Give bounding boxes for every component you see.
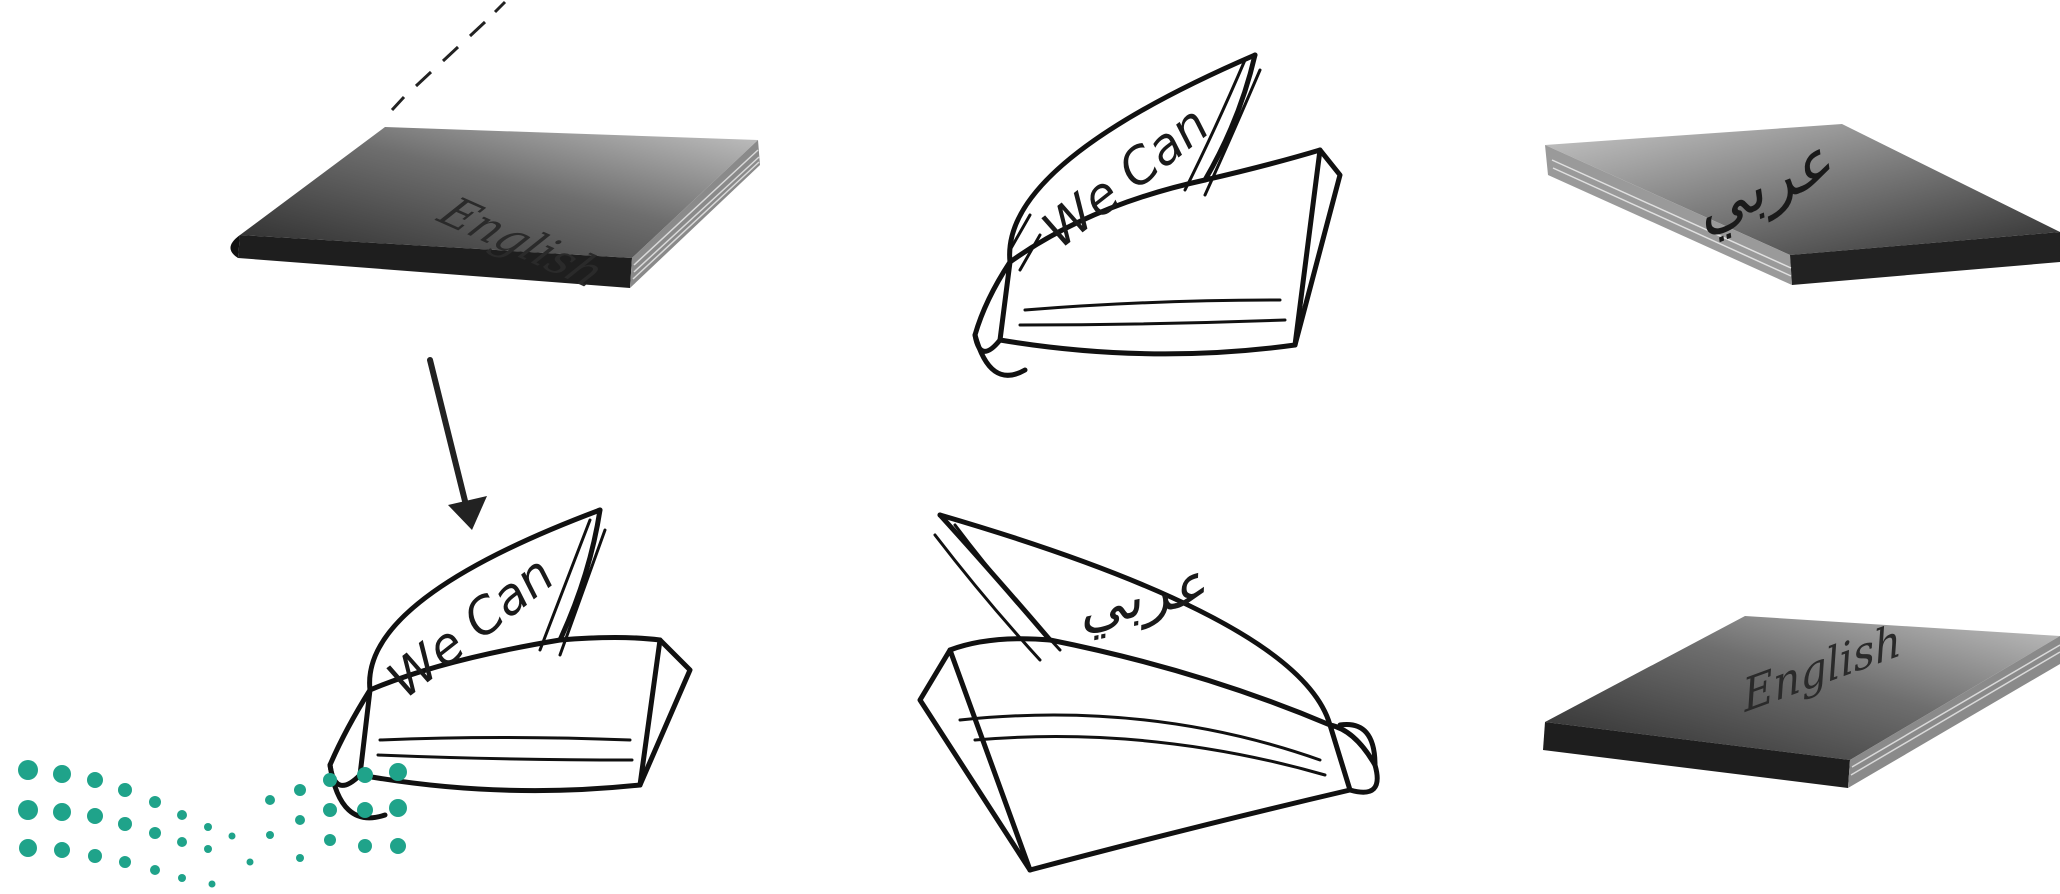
- dashed-line: [392, 2, 505, 110]
- closed-book-english-bottom-right: English: [1543, 613, 2060, 788]
- closed-book-english-top-left: English: [230, 127, 760, 297]
- open-book-bottom-middle: عربي: [920, 515, 1377, 870]
- open-book-top-middle: We Can: [975, 55, 1340, 375]
- closed-book-arabic-top-right: عربي: [1545, 124, 2060, 285]
- down-arrow: [430, 360, 487, 530]
- decorative-dots: [18, 760, 407, 888]
- open-book-bottom-left: We Can: [330, 510, 690, 818]
